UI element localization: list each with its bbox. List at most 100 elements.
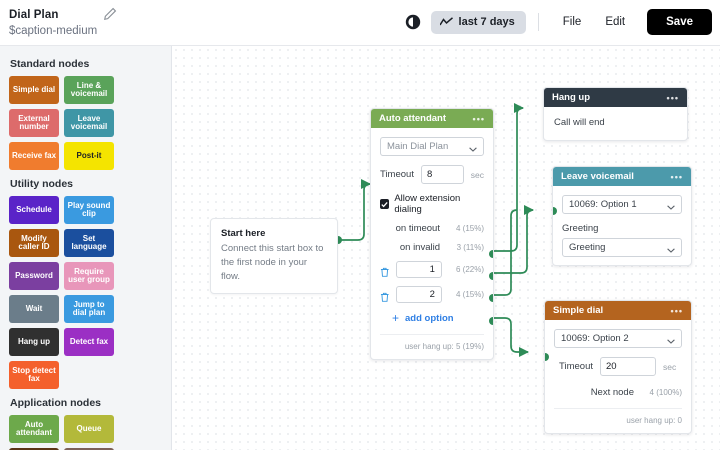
palette-node-stop-detect-fax[interactable]: Stop detect fax [9, 361, 59, 389]
palette-node-post-it[interactable]: Post-it [64, 142, 114, 170]
timeout-unit: sec [470, 169, 484, 180]
option-input[interactable]: 1 [395, 261, 442, 278]
node-menu-icon[interactable]: ••• [472, 113, 485, 124]
edit-menu-button[interactable]: Edit [593, 11, 637, 33]
output-port[interactable] [489, 294, 493, 302]
dial-plan-select[interactable]: Main Dial Plan [380, 137, 484, 156]
node-hang-up[interactable]: Hang up ••• Call will end [543, 87, 688, 141]
palette-node-wait[interactable]: Wait [9, 295, 59, 323]
next-node-row: Next node 4 (100%) [554, 387, 682, 398]
chevron-down-icon [667, 245, 675, 253]
node-menu-icon[interactable]: ••• [670, 171, 683, 182]
input-port[interactable] [553, 207, 557, 215]
page-subtitle: $caption-medium [9, 25, 98, 37]
palette-node-modify-caller-id[interactable]: Modify caller ID [9, 229, 59, 257]
node-title: Leave voicemail [561, 171, 634, 182]
input-port[interactable] [545, 353, 549, 361]
node-header-simple-dial: Simple dial ••• [545, 301, 691, 320]
greeting-value: Greeting [569, 242, 606, 253]
chevron-down-icon [469, 144, 477, 152]
save-button[interactable]: Save [647, 9, 712, 35]
node-header-leave-voicemail: Leave voicemail ••• [553, 167, 691, 186]
palette-node-simple-dial[interactable]: Simple dial [9, 76, 59, 104]
allow-extension-row[interactable]: Allow extension dialing [380, 193, 484, 215]
palette-section-title: Standard nodes [10, 58, 90, 70]
hang-up-text: Call will end [554, 117, 605, 128]
palette-node-play-sound-clip[interactable]: Play sound clip [64, 196, 114, 224]
option-stat: 6 (22%) [455, 265, 484, 274]
greeting-select[interactable]: Greeting [562, 238, 682, 257]
allow-extension-checkbox[interactable] [380, 199, 390, 209]
file-menu-button[interactable]: File [551, 11, 594, 33]
palette-node-conference-room[interactable]: Conference room [9, 448, 59, 450]
option-label: on timeout [395, 223, 440, 234]
chevron-down-icon [667, 202, 675, 210]
node-title: Hang up [552, 92, 590, 103]
node-leave-voicemail[interactable]: Leave voicemail ••• 10069: Option 1 Gree… [552, 166, 692, 266]
output-port[interactable] [489, 250, 493, 258]
palette-node-receive-fax[interactable]: Receive fax [9, 142, 59, 170]
delete-option-icon[interactable] [380, 264, 390, 277]
timeout-label: Timeout [559, 361, 593, 372]
node-body-hang-up: Call will end [544, 107, 687, 140]
page-title: Dial Plan [9, 8, 59, 21]
start-here-card[interactable]: Start here Connect this start box to the… [210, 218, 338, 295]
node-header-auto-attendant: Auto attendant ••• [371, 109, 493, 128]
timeout-unit: sec [663, 361, 677, 372]
palette-node-set-language[interactable]: Set language [64, 229, 114, 257]
info-icon[interactable] [405, 14, 421, 30]
palette-node-auto-attendant[interactable]: Auto attendant [9, 415, 59, 443]
palette-node-jump-to-dial-plan[interactable]: Jump to dial plan [64, 295, 114, 323]
delete-option-icon[interactable] [380, 289, 390, 302]
allow-extension-label: Allow extension dialing [394, 193, 461, 215]
sparkline-icon [438, 17, 453, 27]
app-header: Dial Plan $caption-medium last 7 days Fi… [0, 0, 720, 46]
pencil-icon[interactable] [103, 7, 117, 21]
date-range-label: last 7 days [458, 16, 515, 28]
plus-icon: + [392, 311, 400, 325]
palette-node-hang-up[interactable]: Hang up [9, 328, 59, 356]
palette-node-leave-voicemail[interactable]: Leave voicemail [64, 109, 114, 137]
output-port[interactable] [489, 272, 493, 280]
dial-target-select[interactable]: 10069: Option 2 [554, 329, 682, 348]
node-simple-dial[interactable]: Simple dial ••• 10069: Option 2 Timeout … [544, 300, 692, 434]
dial-plan-value: Main Dial Plan [387, 141, 449, 152]
timeout-input[interactable]: 20 [600, 357, 656, 376]
palette-node-password[interactable]: Password [9, 262, 59, 290]
palette-node-grid: Auto attendantQueueConference room Direct… [9, 415, 162, 450]
palette-node-line-voicemail[interactable]: Line & voicemail [64, 76, 114, 104]
palette-node-detect-fax[interactable]: Detect fax [64, 328, 114, 356]
date-range-chip[interactable]: last 7 days [430, 10, 526, 34]
timeout-label: Timeout [380, 169, 414, 180]
palette-node-queue[interactable]: Queue [64, 415, 114, 443]
flow-canvas[interactable]: Start here Connect this start box to the… [172, 46, 720, 450]
node-auto-attendant[interactable]: Auto attendant ••• Main Dial Plan Timeou… [370, 108, 494, 360]
node-body-leave-voicemail: 10069: Option 1 Greeting Greeting [553, 186, 691, 265]
add-option-button[interactable]: + add option [392, 312, 484, 324]
palette-section-title: Application nodes [10, 397, 102, 409]
node-menu-icon[interactable]: ••• [666, 92, 679, 103]
voicemail-target-value: 10069: Option 1 [569, 199, 637, 210]
option-input[interactable]: 2 [395, 286, 442, 303]
voicemail-target-select[interactable]: 10069: Option 1 [562, 195, 682, 214]
palette-node-directory[interactable]: Directory [64, 448, 114, 450]
node-header-hang-up: Hang up ••• [544, 88, 687, 107]
timeout-input[interactable]: 8 [420, 165, 464, 184]
timeout-row: Timeout 8 sec [380, 165, 484, 184]
edge-layer [334, 102, 535, 358]
option-row: 1 6 (22%) [380, 261, 484, 278]
palette-node-schedule[interactable]: Schedule [9, 196, 59, 224]
option-row: on timeout 4 (15%) [380, 223, 484, 234]
option-stat: 4 (15%) [455, 224, 484, 233]
option-row: on invalid 3 (11%) [380, 242, 484, 253]
palette-node-external-number[interactable]: External number [9, 109, 59, 137]
palette-node-require-user-group[interactable]: Require user group [64, 262, 114, 290]
node-title: Simple dial [553, 305, 604, 316]
greeting-label: Greeting [562, 223, 599, 234]
start-card-body: Connect this start box to the first node… [221, 243, 324, 282]
output-port[interactable] [489, 317, 493, 325]
node-menu-icon[interactable]: ••• [670, 305, 683, 316]
